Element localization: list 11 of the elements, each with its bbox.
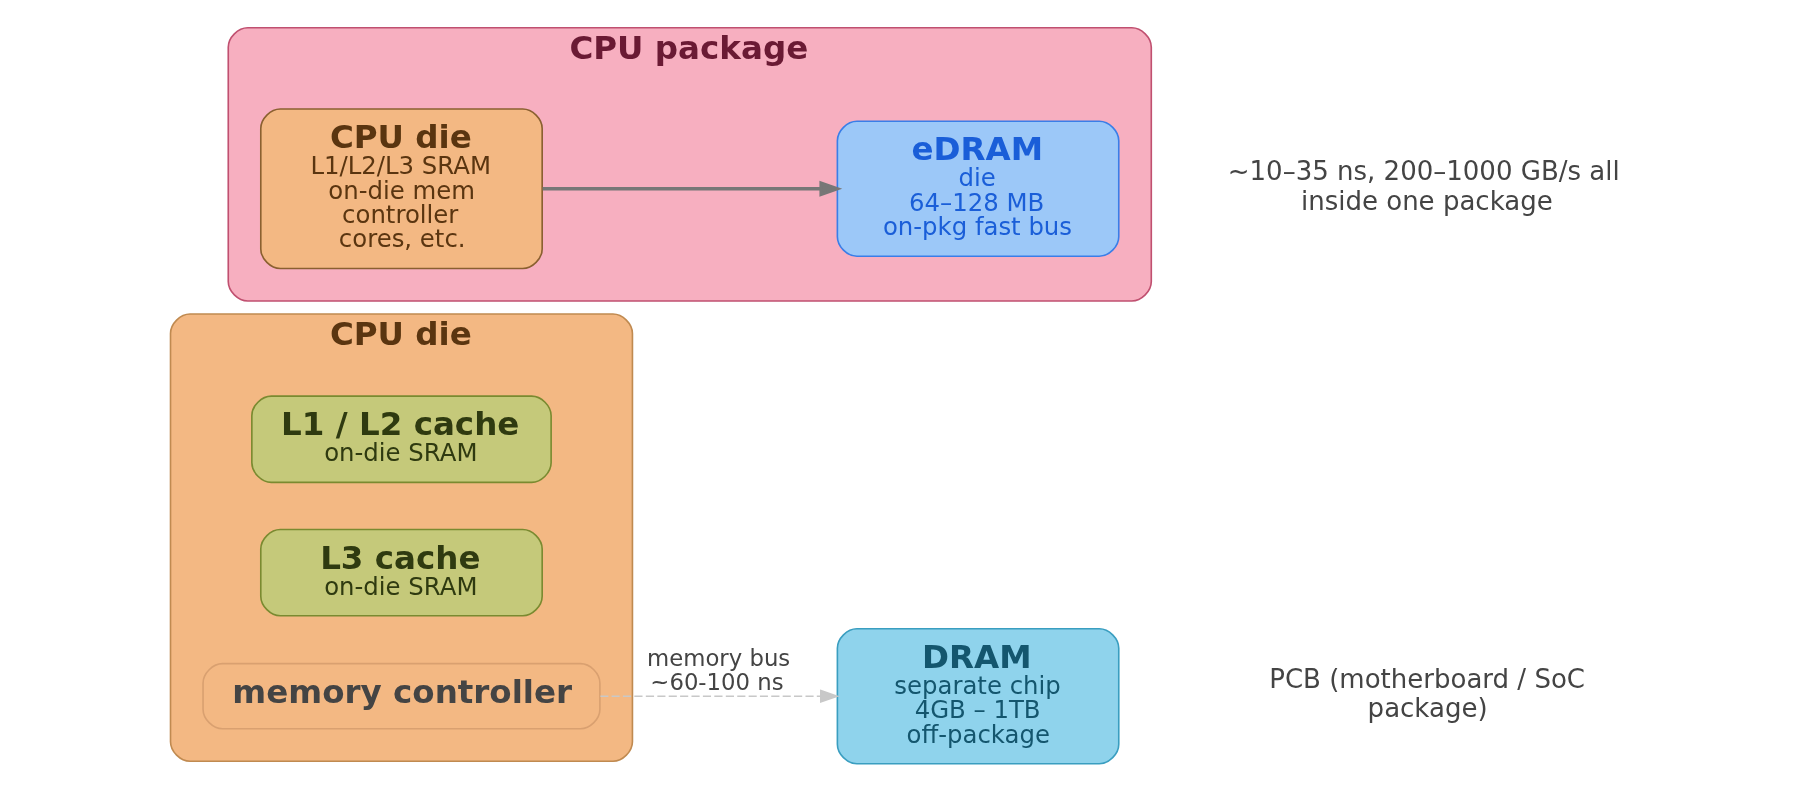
arrow xyxy=(599,689,840,704)
node-box: L1 / L2 cache on-die SRAM xyxy=(250,395,552,484)
node-box: eDRAM die 64–128 MB on-pkg fast bus xyxy=(836,120,1120,258)
node-box: CPU die L1/L2/L3 SRAM on-die mem controller cores, etc. xyxy=(259,108,543,270)
edge-label: memory bus ~60-100 ns xyxy=(646,644,790,696)
label: PCB (motherboard / SoC package) xyxy=(1268,663,1585,724)
label: ~10–35 ns, 200–1000 GB/s all inside one package xyxy=(1227,156,1620,216)
arrow xyxy=(542,180,842,197)
node-box: DRAM separate chip 4GB – 1TB off-package xyxy=(836,627,1120,765)
node-box: memory controller xyxy=(201,662,601,730)
node-box: L3 cache on-die SRAM xyxy=(259,528,543,617)
